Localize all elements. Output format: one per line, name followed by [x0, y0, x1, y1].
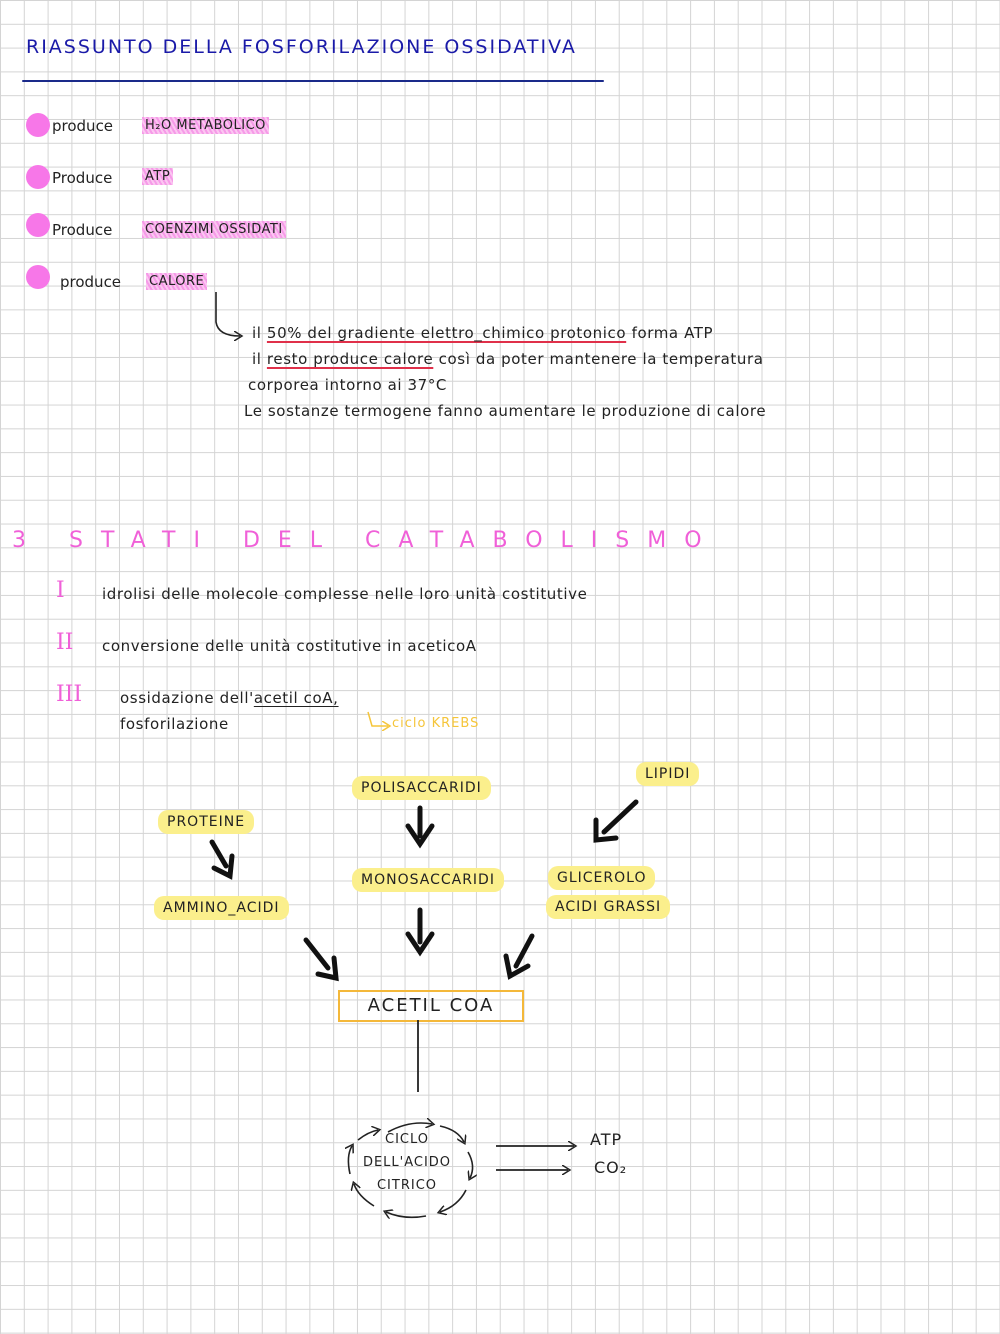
acetil-coa-box: ACETIL COA	[338, 990, 524, 1022]
stage-numeral: III	[56, 682, 83, 707]
bullet-label: produce	[52, 117, 114, 135]
page-title: RIASSUNTO DELLA FOSFORILAZIONE OSSIDATIV…	[26, 36, 577, 58]
note-line-2: il resto produce calore così da poter ma…	[252, 350, 764, 368]
krebs-arrow	[367, 711, 388, 726]
amminoacidi-label: AMMINO_ACIDI	[154, 896, 289, 920]
bullet-dot	[26, 165, 50, 189]
stage-text: idrolisi delle molecole complesse nelle …	[102, 585, 588, 603]
stage-text-prefix: ossidazione dell'	[120, 689, 254, 707]
cycle-line-3: CITRICO	[376, 1178, 438, 1193]
stage-text-underlined: acetil coA,	[253, 689, 339, 707]
bullet-dot	[26, 213, 50, 237]
bullet-dot	[26, 113, 50, 137]
title-underline	[22, 80, 604, 82]
arrow-lipidi-glicerolo	[601, 799, 639, 835]
bullet-highlight: H₂O METABOLICO	[142, 117, 269, 134]
stage-numeral: II	[56, 630, 74, 655]
note-line-1: il 50% del gradiente elettro_chimico pro…	[252, 324, 713, 342]
arrow-prot-ammino	[209, 839, 229, 869]
stage-text-line2: fosforilazione	[120, 715, 229, 733]
cycle-line-2: DELL'ACIDO	[362, 1155, 452, 1170]
monosaccaridi-label: MONOSACCARIDI	[352, 868, 504, 892]
note-suffix: così da poter mantenere la temperatura	[438, 350, 764, 368]
note-prefix: il	[252, 324, 262, 342]
note-suffix: forma ATP	[631, 324, 714, 342]
stage-text: conversione delle unità costitutive in a…	[102, 637, 477, 655]
note-line-4: Le sostanze termogene fanno aumentare le…	[244, 402, 767, 420]
arrow-prot-ammino-head	[211, 853, 235, 880]
arrow-glicerolo-acetil-head	[503, 953, 531, 980]
note-underlined: resto produce calore	[266, 350, 434, 368]
section-title: 3 STATI DEL CATABOLISMO	[12, 528, 720, 553]
arrow-mono-acetil-head	[405, 931, 435, 957]
stage-text: ossidazione dell'acetil coA,	[120, 689, 339, 707]
cycle-line-1: CICLO	[385, 1132, 429, 1147]
cycle-arrows	[348, 1123, 472, 1217]
arrow-poli-mono-head	[405, 823, 435, 849]
bullet-highlight: ATP	[142, 168, 174, 185]
cycle-label: CICLO DELL'ACIDO CITRICO	[352, 1128, 462, 1197]
calore-arrow	[215, 292, 240, 336]
bullet-highlight: CALORE	[146, 273, 208, 290]
glicerolo-label: GLICEROLO	[548, 866, 656, 890]
lipidi-label: LIPIDI	[636, 762, 700, 786]
proteine-label: PROTEINE	[158, 810, 255, 834]
arrow-lipidi-glicerolo-head	[593, 817, 619, 843]
krebs-label: ciclo KREBS	[392, 716, 480, 731]
arrow-glicerolo-acetil	[513, 933, 535, 969]
polisaccaridi-label: POLISACCARIDI	[352, 776, 491, 800]
note-prefix: il	[252, 350, 262, 368]
bullet-label: Produce	[52, 169, 113, 187]
stage-numeral: I	[56, 578, 65, 603]
bullet-label: Produce	[52, 221, 113, 239]
bullet-dot	[26, 265, 50, 289]
note-underlined: 50% del gradiente elettro_chimico proton…	[266, 324, 627, 342]
product-co2: CO₂	[594, 1158, 628, 1177]
bullet-label: produce	[60, 273, 122, 291]
arrow-ammino-acetil	[303, 937, 331, 971]
product-atp: ATP	[590, 1130, 623, 1149]
note-line-3: corporea intorno ai 37°C	[248, 376, 447, 394]
arrow-ammino-acetil-head	[315, 955, 339, 982]
bullet-highlight: COENZIMI OSSIDATI	[142, 221, 286, 238]
acidi-grassi-label: ACIDI GRASSI	[546, 895, 671, 919]
